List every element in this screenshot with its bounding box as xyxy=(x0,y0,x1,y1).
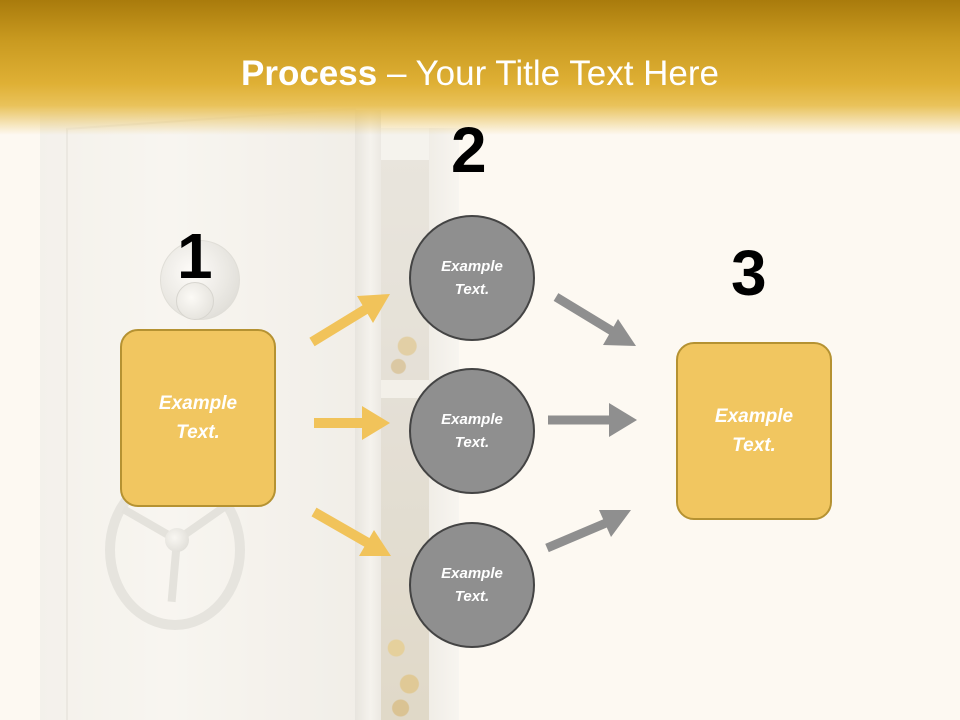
arrow-2a-to-3 xyxy=(553,293,636,346)
arrow-2c-to-3 xyxy=(545,510,631,553)
circle-text-line1: Example xyxy=(441,411,503,428)
arrow-2b-to-3 xyxy=(548,403,637,437)
arrow-1-to-2c xyxy=(311,507,391,556)
title-rest: – Your Title Text Here xyxy=(377,54,719,93)
step-number-2: 2 xyxy=(451,114,487,186)
gold-coins xyxy=(383,320,427,378)
step-number-3: 3 xyxy=(731,237,767,309)
step-1-box: Example Text. xyxy=(120,329,276,507)
circle-text-line2: Text. xyxy=(454,434,490,451)
step-number-1: 1 xyxy=(177,220,213,292)
step-1-text-line1: Example xyxy=(158,393,238,414)
arrow-1-to-2b xyxy=(314,406,390,440)
circle-text-line1: Example xyxy=(441,565,503,582)
step-2-circle-middle: Example Text. xyxy=(409,368,535,494)
circle-text-line2: Text. xyxy=(454,281,490,298)
circle-text-line2: Text. xyxy=(454,588,490,605)
step-3-text-line1: Example xyxy=(714,406,794,427)
slide-title: Process – Your Title Text Here xyxy=(0,52,960,96)
step-2-circle-top: Example Text. xyxy=(409,215,535,341)
step-3-box: Example Text. xyxy=(676,342,832,520)
step-1-text-line2: Text. xyxy=(176,422,220,443)
step-2-circle-bottom: Example Text. xyxy=(409,522,535,648)
arrow-1-to-2a xyxy=(309,294,390,347)
circle-text-line1: Example xyxy=(441,258,503,275)
title-bold: Process xyxy=(241,54,378,93)
step-3-text-line2: Text. xyxy=(732,435,776,456)
title-band xyxy=(0,0,960,135)
